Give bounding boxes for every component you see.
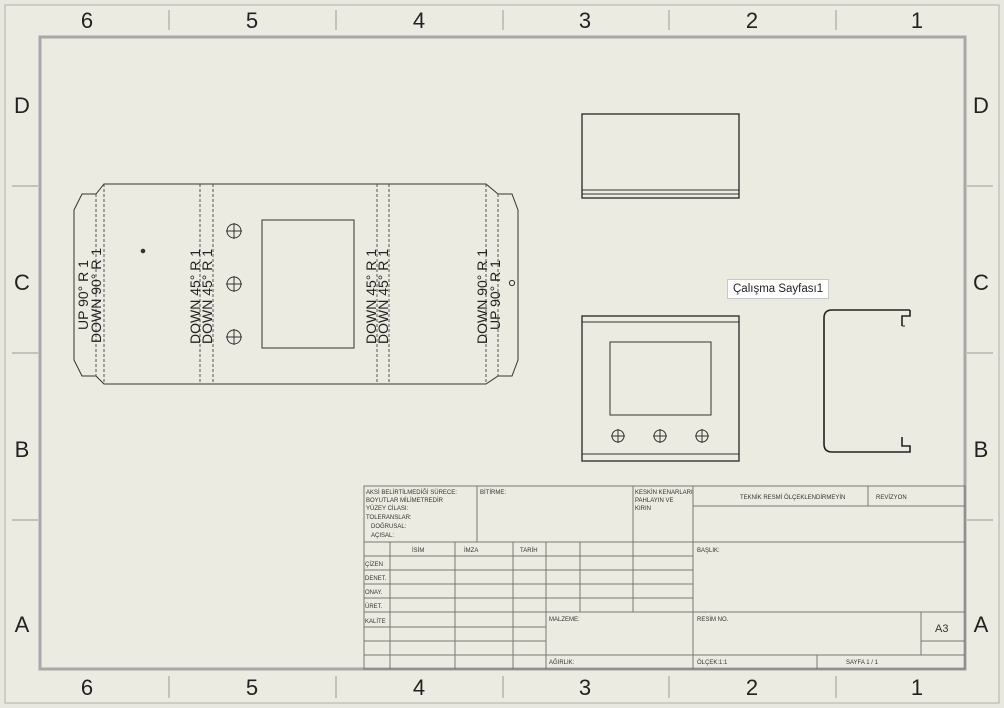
- title-block: [363, 485, 966, 670]
- tb-header: İSİM: [412, 547, 424, 554]
- tb-role: DENET.: [365, 576, 387, 582]
- title-block-text: AKSİ BELİRTİLMEDİĞİ SÜRECE: BOYUTLAR MİL…: [365, 489, 948, 666]
- bend-note: UP 90° R 1: [75, 260, 91, 330]
- bend-note: DOWN 90° R 1: [88, 248, 104, 343]
- zone-label: 2: [746, 8, 758, 33]
- zone-label: 1: [911, 8, 923, 33]
- tb-sheet: SAYFA 1 / 1: [846, 660, 879, 666]
- tb-title: BAŞLIK:: [697, 548, 720, 554]
- tb-edges: KIRIN: [635, 506, 651, 512]
- tb-note: DOĞRUSAL:: [371, 523, 407, 530]
- tb-role: ONAY.: [365, 590, 383, 596]
- zone-dividers: [12, 10, 993, 698]
- tb-size: A3: [935, 623, 948, 635]
- bend-note: DOWN 45° R 1: [363, 249, 379, 344]
- tb-edges: PAHLAYIN VE: [635, 498, 673, 504]
- tb-note: AÇISAL:: [371, 533, 394, 539]
- zone-labels-top: 6 5 4 3 2 1: [81, 8, 923, 33]
- tb-role: ÜRET.: [365, 603, 383, 610]
- tb-finish: BİTİRME:: [480, 489, 506, 496]
- top-view[interactable]: [581, 113, 740, 199]
- tb-drawing-no: RESİM NO.: [697, 616, 729, 623]
- tb-note: TOLERANSLAR:: [366, 515, 412, 521]
- flat-pattern-outline: [73, 183, 519, 385]
- bend-note: DOWN 45° R 1: [199, 249, 215, 344]
- bend-note: DOWN 45° R 1: [375, 249, 391, 344]
- mounting-holes: [611, 429, 709, 443]
- pin-hole: [140, 248, 146, 254]
- tb-role: ÇİZEN: [365, 561, 383, 568]
- tb-material: MALZEME:: [549, 617, 580, 623]
- row-label: D: [14, 93, 30, 118]
- bend-note: DOWN 90° R 1: [474, 249, 490, 344]
- zone-label: 1: [911, 675, 923, 700]
- bend-note: DOWN 45° R 1: [187, 249, 203, 344]
- bend-note: UP 90° R 1: [487, 260, 503, 330]
- zone-label: 5: [246, 8, 258, 33]
- window-cutout: [609, 341, 712, 416]
- bend-notes: UP 90° R 1 DOWN 90° R 1 DOWN 45° R 1 DOW…: [75, 248, 503, 344]
- tb-note: BOYUTLAR MİLİMETREDİR: [366, 497, 444, 504]
- window-cutout: [261, 219, 355, 349]
- tb-role: KALİTE: [365, 618, 386, 625]
- tb-edges: KESKİN KENARLARI: [635, 489, 693, 496]
- pin-hole: [508, 279, 516, 287]
- zone-label: 6: [81, 8, 93, 33]
- mounting-holes: [226, 223, 242, 345]
- row-label: A: [15, 612, 30, 637]
- tb-note: AKSİ BELİRTİLMEDİĞİ SÜRECE:: [366, 489, 457, 496]
- side-view[interactable]: [823, 309, 911, 453]
- row-labels-left: D C B A: [14, 93, 30, 637]
- zone-labels-bottom: 6 5 4 3 2 1: [81, 675, 923, 700]
- row-label: C: [973, 270, 989, 295]
- tb-note: YÜZEY CİLASI:: [366, 505, 409, 512]
- row-label: D: [973, 93, 989, 118]
- row-label: B: [15, 437, 30, 462]
- zone-label: 5: [246, 675, 258, 700]
- sheet-tooltip: Çalışma Sayfası1: [727, 279, 830, 299]
- tb-revision: REVİZYON: [876, 494, 907, 501]
- zone-label: 4: [413, 8, 425, 33]
- tb-header: İMZA: [464, 547, 478, 554]
- zone-label: 6: [81, 675, 93, 700]
- row-label: C: [14, 270, 30, 295]
- zone-label: 3: [579, 8, 591, 33]
- bend-lines: [95, 184, 499, 384]
- tb-no-scale: TEKNİK RESMİ ÖLÇEKLENDİRMEYİN: [740, 494, 845, 501]
- zone-label: 4: [413, 675, 425, 700]
- flat-pattern-view[interactable]: [73, 183, 519, 385]
- row-label: B: [974, 437, 989, 462]
- tb-scale: ÖLÇEK:1:1: [697, 659, 728, 666]
- row-label: A: [974, 612, 989, 637]
- paper: [4, 4, 1000, 704]
- tb-header: TARİH: [520, 547, 538, 554]
- zone-label: 2: [746, 675, 758, 700]
- row-labels-right: D C B A: [973, 93, 989, 637]
- tb-weight: AĞIRLIK:: [549, 659, 575, 666]
- zone-label: 3: [579, 675, 591, 700]
- front-view[interactable]: [581, 315, 740, 462]
